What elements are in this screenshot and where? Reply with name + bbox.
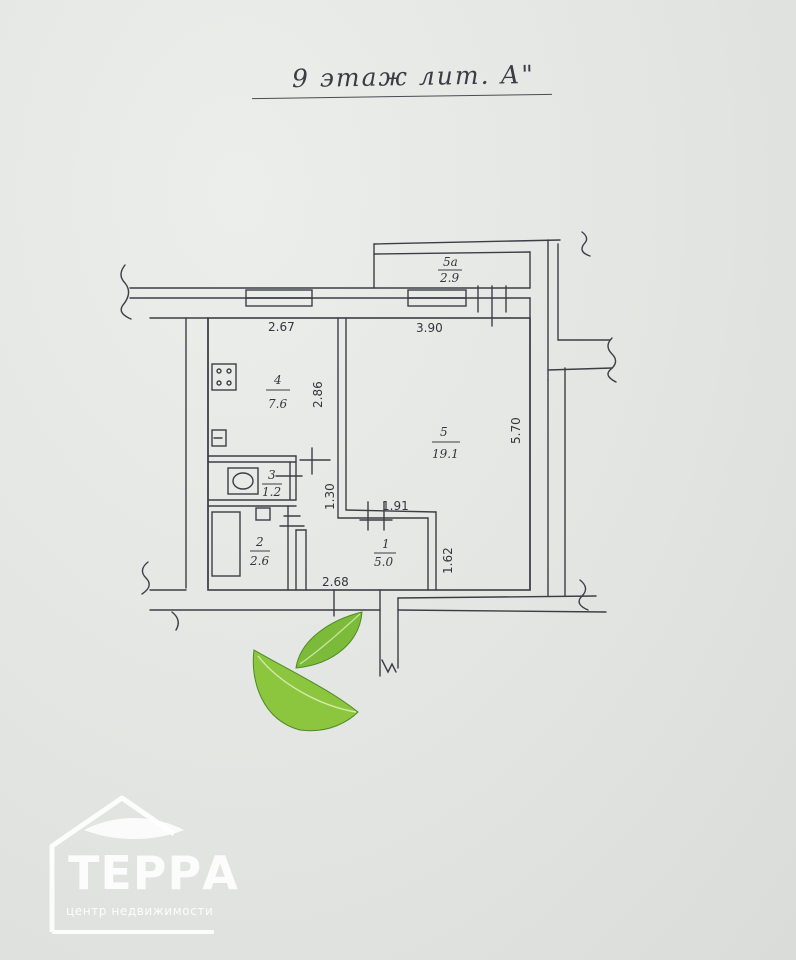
break-mark-right	[607, 337, 617, 383]
dim-kitchen-width: 2.67	[268, 320, 295, 334]
svg-text:2.9: 2.9	[439, 271, 459, 285]
dim-hall-width: 1.91	[382, 499, 409, 513]
watermark-name: ТЕРРА	[68, 846, 239, 900]
svg-text:19.1: 19.1	[432, 447, 459, 461]
room-5-label: 5 19.1	[432, 425, 460, 461]
terra-logo-icon	[49, 795, 214, 934]
room-3-label: 3 1.2	[262, 468, 282, 499]
svg-text:1.2: 1.2	[262, 485, 281, 499]
svg-text:2: 2	[255, 535, 264, 549]
stove-icon	[211, 363, 237, 391]
dim-room5-length: 5.70	[509, 417, 523, 444]
room-2-label: 2 2.6	[249, 535, 270, 568]
watermark-tagline: центр недвижимости	[66, 904, 214, 918]
break-mark-top-right	[581, 231, 591, 257]
sink-icon	[211, 429, 227, 447]
svg-text:3: 3	[268, 468, 276, 482]
svg-text:4: 4	[273, 373, 282, 387]
svg-text:7.6: 7.6	[268, 397, 287, 411]
break-mark-bottom-right	[578, 579, 589, 611]
dim-corridor-length: 1.30	[323, 483, 337, 510]
svg-text:2.6: 2.6	[249, 554, 269, 568]
bathtub-icon	[211, 511, 241, 577]
svg-text:5: 5	[440, 425, 448, 439]
room-1-label: 1 5.0	[374, 537, 396, 569]
leaf-top-icon	[295, 611, 363, 669]
dim-bottom-width: 2.68	[322, 575, 349, 589]
svg-text:1: 1	[382, 537, 390, 551]
break-mark-left	[120, 264, 132, 320]
dim-hall-length: 1.62	[441, 547, 455, 574]
break-mark-entry	[381, 659, 397, 674]
room-4-label: 4 7.6	[266, 373, 290, 411]
leaf-bottom-icon	[252, 649, 359, 732]
room-5a-label: 5а 2.9	[438, 255, 462, 285]
toilet-icon	[227, 467, 259, 495]
svg-text:5.0: 5.0	[374, 555, 393, 569]
dim-room5-width: 3.90	[416, 321, 443, 335]
break-mark-bottom-left	[141, 561, 150, 595]
dim-kitchen-length: 2.86	[311, 381, 325, 408]
svg-text:5а: 5а	[443, 255, 458, 269]
